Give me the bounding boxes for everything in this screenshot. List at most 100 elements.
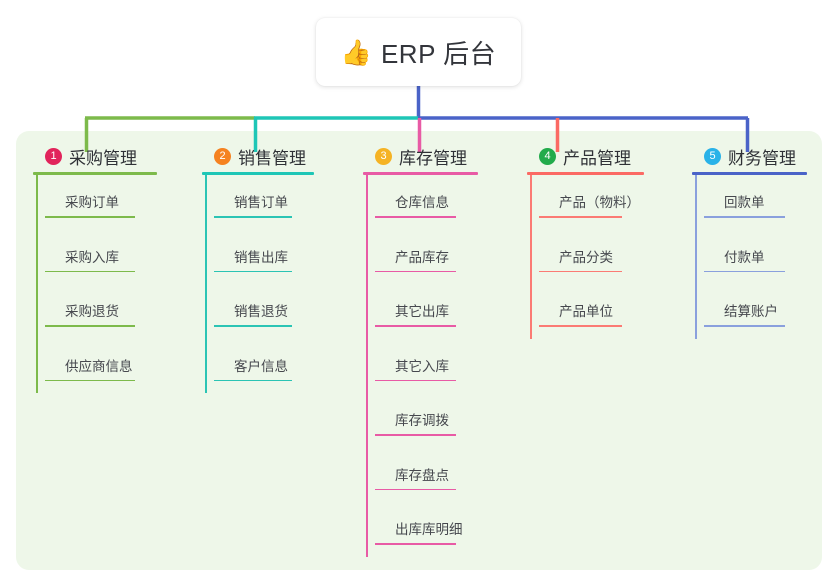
list-item-underline <box>375 379 456 381</box>
column-title: 销售管理 <box>238 148 306 168</box>
list-item-underline <box>704 325 785 327</box>
list-item[interactable]: 产品单位 <box>539 300 622 327</box>
list-item-label: 仓库信息 <box>395 195 449 210</box>
list-item[interactable]: 其它出库 <box>375 300 456 327</box>
column-item-list: 销售订单销售出库销售退货客户信息 <box>202 175 314 393</box>
list-item-underline <box>539 325 622 327</box>
thumbs-up-icon: 👍 <box>340 38 372 67</box>
list-item-label: 客户信息 <box>234 358 288 374</box>
list-item[interactable]: 其它入库 <box>375 355 456 381</box>
list-item-underline <box>214 270 292 272</box>
list-item[interactable]: 采购入库 <box>45 246 135 272</box>
list-item[interactable]: 付款单 <box>704 246 785 272</box>
list-item[interactable]: 库存调拨 <box>375 409 456 436</box>
column-header-4[interactable]: 4 产品管理 <box>527 145 644 168</box>
column-item-list: 采购订单采购入库采购退货供应商信息 <box>33 175 157 393</box>
column-spine <box>205 175 207 393</box>
list-item-underline <box>45 379 135 381</box>
column-badge-icon: 1 <box>45 147 62 165</box>
column-2: 2 销售管理销售订单销售出库销售退货客户信息 <box>202 145 314 393</box>
column-badge-icon: 5 <box>704 147 721 165</box>
list-item-label: 采购订单 <box>65 195 119 210</box>
column-header-1[interactable]: 1 采购管理 <box>33 145 157 168</box>
column-title: 产品管理 <box>563 148 631 168</box>
list-item-underline <box>214 216 292 218</box>
list-item[interactable]: 销售退货 <box>214 300 292 327</box>
list-item-underline <box>375 270 456 272</box>
list-item[interactable]: 仓库信息 <box>375 191 456 218</box>
list-item[interactable]: 客户信息 <box>214 355 292 381</box>
list-item-underline <box>375 543 456 545</box>
column-badge-icon: 3 <box>375 147 392 165</box>
list-item-underline <box>539 270 622 272</box>
list-item-label: 产品（物料） <box>559 195 640 210</box>
column-item-list: 仓库信息产品库存其它出库其它入库库存调拨库存盘点出库库明细 <box>363 175 478 557</box>
column-underline <box>692 172 807 175</box>
list-item[interactable]: 产品库存 <box>375 246 456 272</box>
column-underline <box>527 172 644 175</box>
root-title: ERP 后台 <box>380 38 497 69</box>
column-header-5[interactable]: 5 财务管理 <box>692 145 807 168</box>
column-5: 5 财务管理回款单付款单结算账户 <box>692 145 807 339</box>
column-header-2[interactable]: 2 销售管理 <box>202 145 314 168</box>
column-underline <box>363 172 478 175</box>
column-spine <box>366 175 368 557</box>
list-item-label: 结算账户 <box>724 304 778 319</box>
list-item-label: 销售订单 <box>234 195 288 210</box>
column-spine <box>530 175 532 339</box>
column-item-list: 产品（物料） 产品分类产品单位 <box>527 175 644 339</box>
column-1: 1 采购管理采购订单采购入库采购退货供应商信息 <box>33 145 157 393</box>
column-header-3[interactable]: 3 库存管理 <box>363 145 478 168</box>
list-item[interactable]: 销售订单 <box>214 191 292 218</box>
column-title: 财务管理 <box>728 148 796 168</box>
list-item-underline <box>375 488 456 490</box>
column-badge-icon: 4 <box>539 147 556 165</box>
list-item-label: 供应商信息 <box>65 358 133 374</box>
list-item[interactable]: 结算账户 <box>704 300 785 327</box>
column-4: 4 产品管理产品（物料） 产品分类产品单位 <box>527 145 644 339</box>
list-item-label: 出库库明细 <box>395 522 463 537</box>
list-item-underline <box>375 216 456 218</box>
list-item[interactable]: 采购退货 <box>45 300 135 327</box>
list-item[interactable]: 产品（物料） <box>539 191 640 218</box>
list-item[interactable]: 供应商信息 <box>45 355 135 381</box>
list-item-label: 产品单位 <box>559 304 613 319</box>
column-spine <box>695 175 697 339</box>
list-item-label: 产品分类 <box>559 249 613 265</box>
list-item-underline <box>704 216 785 218</box>
diagram-panel <box>16 131 822 570</box>
list-item-underline <box>375 434 456 436</box>
root-node[interactable]: 👍 ERP 后台 <box>316 18 521 86</box>
list-item-label: 采购退货 <box>65 304 119 319</box>
list-item-label: 其它入库 <box>395 358 449 374</box>
list-item-underline <box>214 325 292 327</box>
column-item-list: 回款单付款单结算账户 <box>692 175 807 339</box>
list-item[interactable]: 回款单 <box>704 191 785 218</box>
list-item-underline <box>704 270 785 272</box>
list-item[interactable]: 库存盘点 <box>375 464 456 490</box>
list-item-label: 库存盘点 <box>395 467 449 483</box>
list-item[interactable]: 采购订单 <box>45 191 135 218</box>
list-item-underline <box>214 379 292 381</box>
column-3: 3 库存管理仓库信息产品库存其它出库其它入库库存调拨库存盘点出库库明细 <box>363 145 478 557</box>
list-item-label: 销售退货 <box>234 304 288 319</box>
column-title: 采购管理 <box>69 148 137 168</box>
list-item-label: 付款单 <box>724 249 765 265</box>
list-item-label: 采购入库 <box>65 249 119 265</box>
column-underline <box>33 172 157 175</box>
list-item-underline <box>45 270 135 272</box>
column-title: 库存管理 <box>399 148 467 168</box>
list-item-label: 销售出库 <box>234 249 288 265</box>
list-item-label: 回款单 <box>724 195 765 210</box>
list-item-underline <box>45 325 135 327</box>
list-item-underline <box>45 216 135 218</box>
list-item[interactable]: 销售出库 <box>214 246 292 272</box>
column-badge-icon: 2 <box>214 147 231 165</box>
list-item-underline <box>375 325 456 327</box>
list-item[interactable]: 出库库明细 <box>375 518 463 545</box>
list-item[interactable]: 产品分类 <box>539 246 622 272</box>
column-underline <box>202 172 314 175</box>
list-item-label: 产品库存 <box>395 249 449 265</box>
